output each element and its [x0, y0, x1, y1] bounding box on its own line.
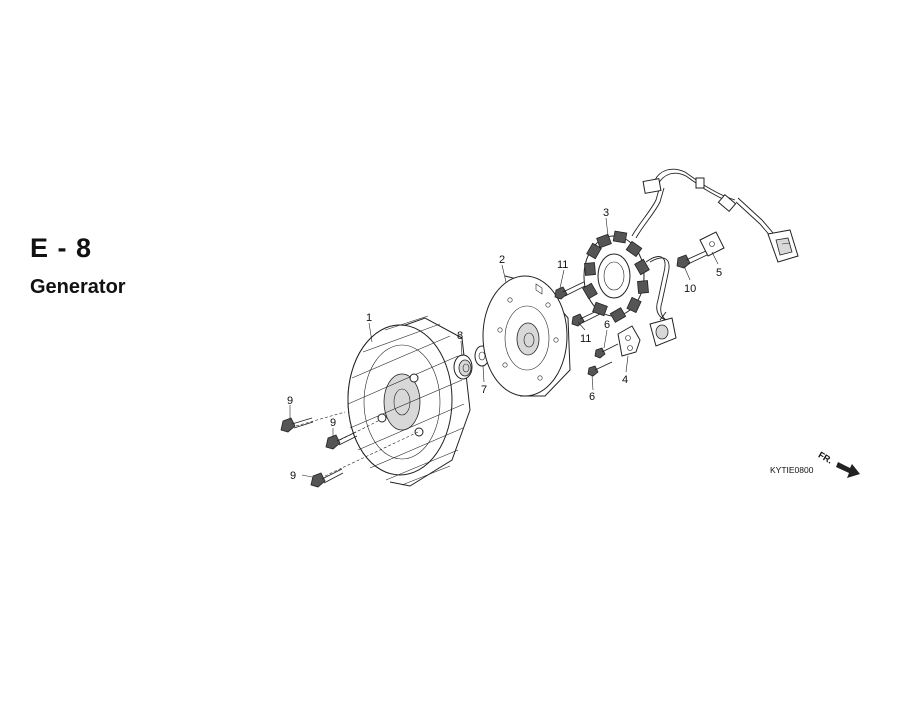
callout-3: 3	[603, 207, 609, 219]
cooling-fan-part[interactable]	[347, 315, 471, 487]
leader-lines	[289, 217, 719, 478]
section-code: E - 8	[30, 233, 93, 263]
front-label: FR.	[817, 450, 835, 466]
callout-9-lower: 9	[290, 470, 296, 482]
wire-harness	[631, 168, 775, 323]
callout-7: 7	[481, 384, 487, 396]
plate-part[interactable]	[699, 231, 725, 257]
callout-11-upper: 11	[557, 259, 568, 271]
diagram-code: KYTIE0800	[770, 465, 814, 475]
section-title: Generator	[30, 276, 126, 298]
clamp-bolt-upper[interactable]	[594, 343, 619, 359]
fan-bolt-lower[interactable]	[310, 431, 419, 488]
stator-coil-part[interactable]	[582, 230, 650, 323]
harness-connector[interactable]	[767, 229, 799, 263]
callout-9-upper: 9	[287, 395, 293, 407]
callout-11-lower: 11	[580, 333, 591, 345]
callout-2: 2	[499, 254, 505, 266]
callout-5: 5	[716, 267, 722, 279]
callout-6-upper: 6	[604, 319, 610, 331]
callout-9-middle: 9	[330, 417, 336, 429]
cover-bolt-part[interactable]	[676, 250, 708, 269]
callout-4: 4	[622, 374, 628, 386]
callout-6-lower: 6	[589, 391, 595, 403]
callout-10: 10	[684, 283, 696, 295]
fan-bolt-middle[interactable]	[325, 419, 381, 450]
wire-clamp-part[interactable]	[617, 325, 641, 357]
arrow-right-down-icon	[836, 462, 860, 478]
front-direction-marker: FR.	[817, 450, 860, 478]
flywheel-part[interactable]	[482, 275, 571, 397]
fan-bolt-upper[interactable]	[280, 411, 346, 433]
clamp-bolt-lower[interactable]	[587, 361, 613, 377]
flywheel-nut-part[interactable]	[453, 354, 473, 380]
callout-8: 8	[457, 330, 463, 342]
callout-1: 1	[366, 312, 372, 324]
pulse-generator-part[interactable]	[649, 311, 677, 347]
